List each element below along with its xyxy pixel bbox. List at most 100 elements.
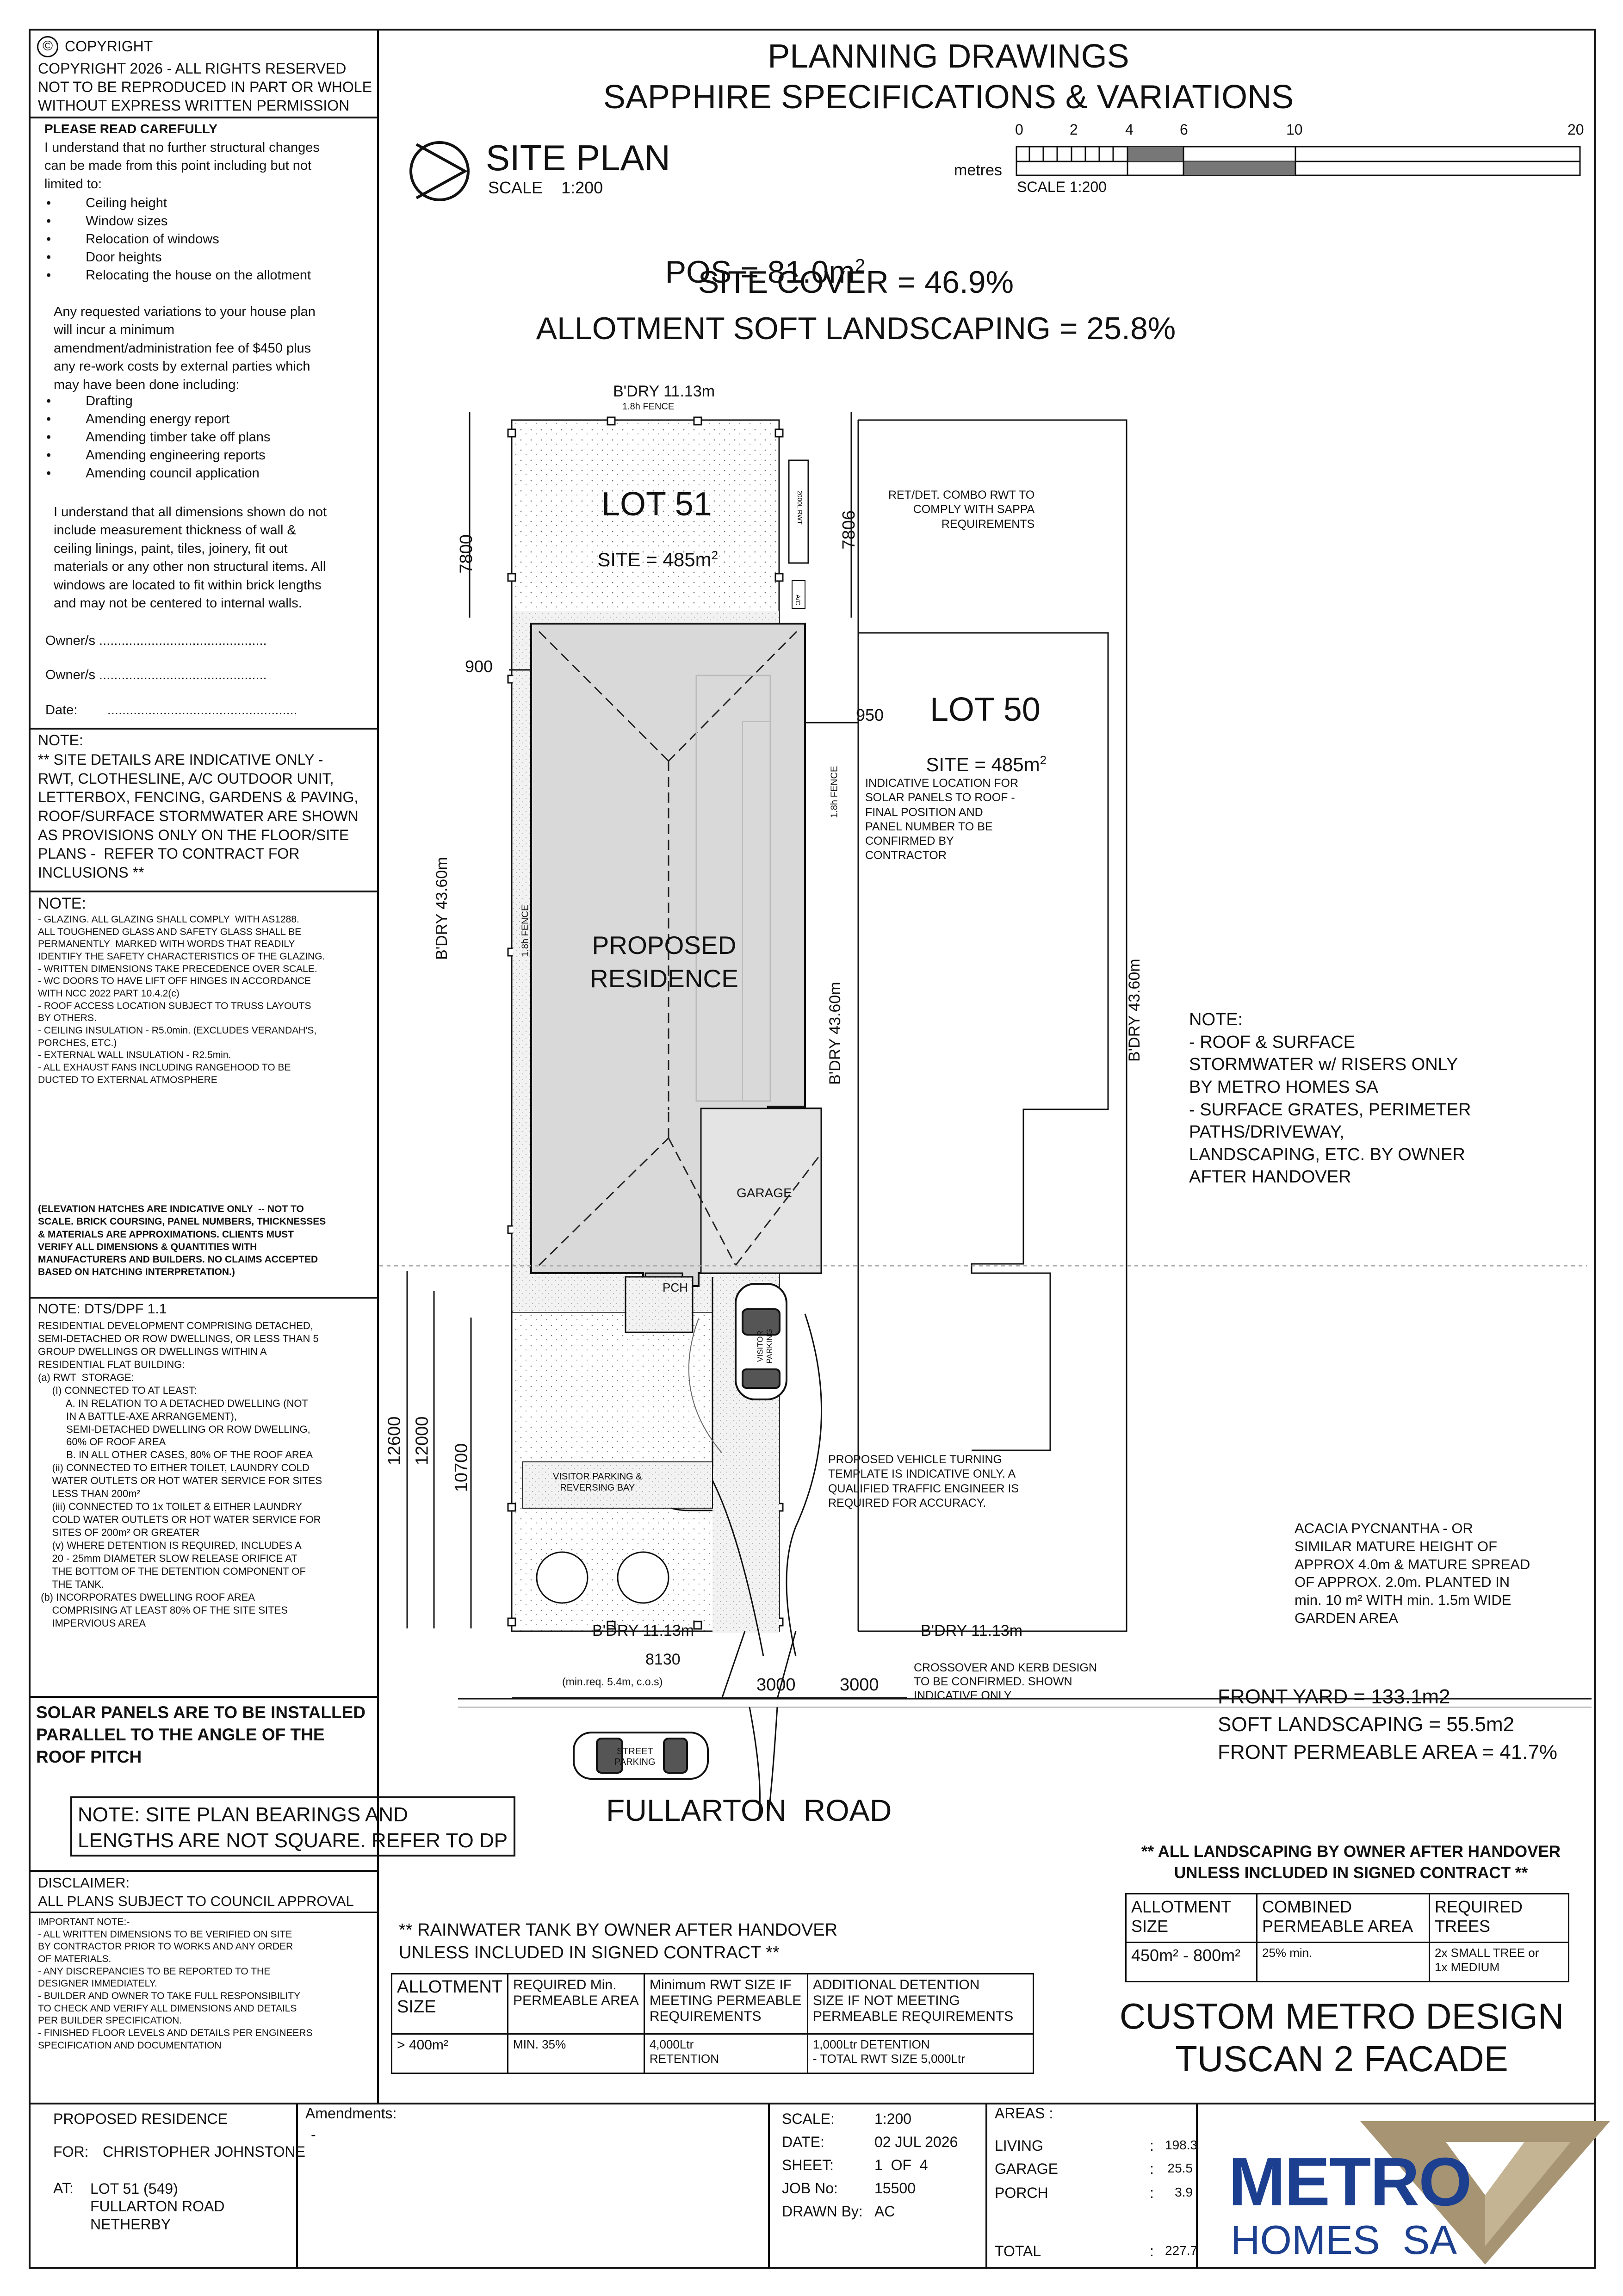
copyright-line-2: NOT TO BE REPRODUCED IN PART OR WHOLE	[38, 79, 372, 95]
sheet-label: SHEET:	[782, 2157, 834, 2173]
area-value: 25.5	[1167, 2161, 1193, 2175]
boundary-bottom-right: B'DRY 11.13m	[921, 1622, 1023, 1640]
copyright-heading: COPYRIGHT	[65, 38, 153, 55]
lot-50-boundary	[858, 419, 1127, 1632]
lot-50-label: LOT 50	[930, 691, 1041, 728]
sup: 2	[711, 548, 719, 562]
table-cell: > 400m²	[390, 2033, 509, 2074]
copyright-symbol: ©	[37, 36, 58, 57]
area-name: GARAGE	[995, 2160, 1058, 2177]
list-item: •Amending energy report	[46, 412, 230, 427]
dimension-3000-a: 3000	[756, 1675, 796, 1695]
dts-text: RESIDENTIAL DEVELOPMENT COMPRISING DETAC…	[38, 1320, 322, 1629]
table-header: REQUIRED TREES	[1429, 1893, 1569, 1943]
disclaimer-line: ALL PLANS SUBJECT TO COUNCIL APPROVAL	[38, 1893, 354, 1909]
list-item: •Drafting	[46, 394, 133, 408]
dimension-7800: 7800	[456, 534, 476, 574]
car-icon	[735, 1283, 787, 1400]
list-item: •Amending engineering reports	[46, 448, 266, 463]
dts-heading: NOTE: DTS/DPF 1.1	[38, 1301, 167, 1317]
divider	[29, 117, 378, 118]
list-item: •Amending council application	[46, 466, 260, 481]
dimension-7806: 7806	[839, 510, 859, 550]
fence-left-label: 1.8h FENCE	[520, 904, 531, 957]
bearing-note: NOTE: SITE PLAN BEARINGS AND LENGTHS ARE…	[78, 1803, 508, 1852]
copyright-line-3: WITHOUT EXPRESS WRITTEN PERMISSION	[38, 97, 350, 114]
table-header: ALLOTMENT SIZE	[1125, 1893, 1258, 1943]
list-item: •Door heights	[46, 250, 162, 265]
site-plan-scale: SCALE 1:200	[488, 178, 603, 197]
table-header: REQUIRED Min. PERMEABLE AREA	[507, 1973, 645, 2035]
scale-unit: metres	[954, 161, 1002, 179]
pos-label: POS = 81.0m	[665, 254, 855, 290]
north-arrow-icon	[409, 141, 470, 201]
read-carefully-intro: I understand that no further structural …	[44, 140, 320, 192]
date-signature: Date: ..................................…	[45, 703, 297, 718]
title-block-divider	[985, 2103, 987, 2269]
disclaimer-box-border	[29, 1870, 379, 1872]
divider	[29, 1297, 378, 1299]
pos-sup: 2	[855, 255, 866, 276]
divider	[29, 1912, 379, 1913]
facade-name: TUSCAN 2 FACADE	[1175, 2038, 1508, 2079]
rwt-owner-note: ** RAINWATER TANK BY OWNER AFTER HANDOVE…	[399, 1920, 838, 1963]
list-item: •Amending timber take off plans	[46, 430, 271, 445]
front-yard-area: FRONT YARD = 133.1m2	[1218, 1685, 1450, 1708]
drawing-border	[29, 29, 1596, 2269]
list-item: •Window sizes	[46, 214, 168, 229]
svg-text:2000L RWT: 2000L RWT	[796, 490, 804, 525]
stormwater-note: NOTE: - ROOF & SURFACE STORMWATER w/ RIS…	[1189, 1010, 1471, 1187]
sup: 2	[1040, 753, 1047, 767]
date-label: DATE:	[782, 2134, 824, 2150]
left-column-divider	[377, 29, 379, 2104]
list-item: •Ceiling height	[46, 196, 167, 210]
read-carefully-list-1: •Ceiling height •Window sizes •Relocatio…	[46, 194, 311, 285]
solar-panel-note: SOLAR PANELS ARE TO BE INSTALLED PARALLE…	[36, 1703, 365, 1767]
owner-signature-2: Owner/s ................................…	[45, 668, 267, 682]
table-cell: 1,000Ltr DETENTION - TOTAL RWT SIZE 5,00…	[806, 2033, 1035, 2074]
scale-tick-label: 4	[1125, 121, 1134, 138]
table-header: ALLOTMENT SIZE	[390, 1973, 509, 2035]
title-block-divider	[768, 2103, 770, 2269]
scale-value: 1:200	[874, 2110, 912, 2127]
lot-51-site-area: SITE = 485m2	[587, 525, 718, 571]
divider	[29, 1696, 378, 1698]
road-name: FULLARTON ROAD	[606, 1793, 892, 1827]
site-cover-stat: SITE COVER = 46.9%	[698, 265, 1014, 300]
disclaimer-heading: DISCLAIMER:	[38, 1875, 130, 1891]
min-req-note: (min.req. 5.4m, c.o.s)	[562, 1676, 663, 1688]
scale-tick-label: 20	[1567, 121, 1584, 138]
title-block-divider	[296, 2103, 298, 2269]
sheet-value: 1 OF 4	[874, 2157, 928, 2173]
project-name: PROPOSED RESIDENCE	[53, 2110, 228, 2127]
total-label: TOTAL	[995, 2243, 1041, 2259]
note-1-heading: NOTE:	[38, 732, 83, 749]
list-item: •Relocating the house on the allotment	[46, 268, 311, 283]
dimension-900: 900	[465, 657, 493, 676]
table-header: ADDITIONAL DETENTION SIZE IF NOT MEETING…	[806, 1973, 1035, 2035]
divider	[29, 728, 378, 730]
scale-label: SCALE:	[782, 2110, 835, 2127]
metro-logo-mark-icon	[1360, 2121, 1610, 2265]
scale-bar	[1016, 146, 1581, 176]
svg-text:A/C: A/C	[794, 594, 802, 605]
scale-tick-label: 2	[1070, 121, 1078, 138]
site-address: LOT 51 (549) FULLARTON ROAD NETHERBY	[90, 2180, 225, 2233]
boundary-left-label: B'DRY 43.60m	[433, 857, 451, 960]
area-value: 198.3	[1165, 2138, 1198, 2152]
front-soft-landscaping: SOFT LANDSCAPING = 55.5m2	[1218, 1713, 1515, 1736]
visitor-parking-label: VISITOR PARKING	[756, 1329, 774, 1364]
table-row: > 400m² MIN. 35% 4,000Ltr RETENTION 1,00…	[390, 2033, 1035, 2074]
acacia-note: ACACIA PYCNANTHA - OR SIMILAR MATURE HEI…	[1295, 1520, 1530, 1626]
divider	[29, 891, 378, 892]
table-header: COMBINED PERMEABLE AREA	[1256, 1893, 1430, 1943]
site-plan-label: SITE PLAN	[486, 137, 670, 178]
table-cell: 450m² - 800m²	[1125, 1942, 1258, 1982]
boundary-right-label: B'DRY 43.60m	[1126, 959, 1143, 1062]
fence-top-label: 1.8h FENCE	[622, 402, 675, 412]
dimension-8130: 8130	[645, 1651, 681, 1668]
scale-tick-label: 6	[1180, 121, 1188, 138]
scale-tick-label: 0	[1015, 121, 1023, 138]
area-name: LIVING	[995, 2137, 1043, 2154]
solar-location-note: INDICATIVE LOCATION FOR SOLAR PANELS TO …	[865, 777, 1019, 862]
